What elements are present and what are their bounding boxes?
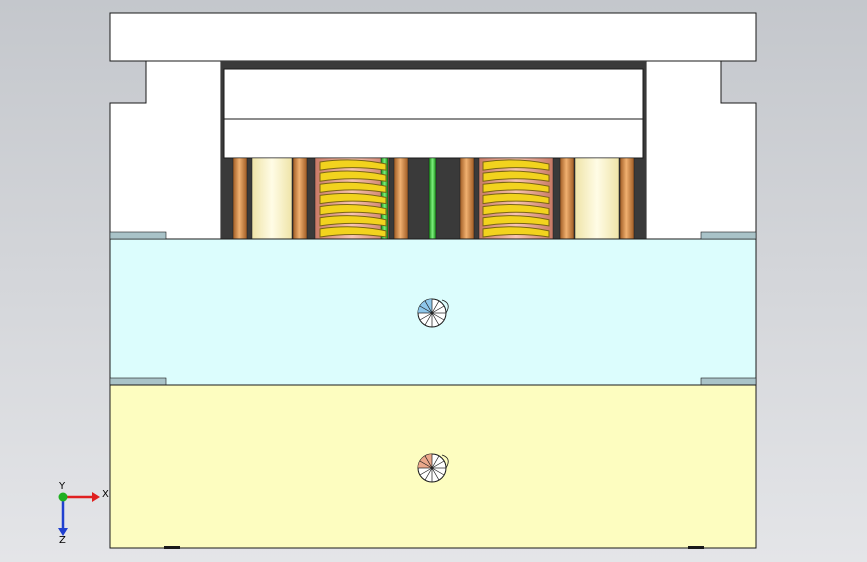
support-pillar[interactable] [251, 157, 293, 240]
copper-pin[interactable] [619, 157, 635, 240]
plate-tab [109, 231, 167, 240]
triad-y-label: Y [58, 481, 66, 492]
support-pillar[interactable] [574, 157, 620, 240]
top-clamp-plate[interactable] [109, 12, 757, 62]
spring-coil [482, 215, 550, 227]
copper-pin[interactable] [559, 157, 575, 240]
origin-marker-upper[interactable] [417, 298, 449, 328]
copper-pin[interactable] [232, 157, 248, 240]
spring-coil [319, 192, 387, 205]
coordinate-triad: X Y Z [58, 481, 109, 546]
ejector-components [232, 157, 635, 240]
plate-tab [109, 377, 167, 386]
ejector-retainer-plate[interactable] [223, 68, 644, 120]
spring-coil [482, 181, 550, 194]
copper-pin[interactable] [393, 157, 409, 240]
triad-z-label: Z [59, 535, 66, 546]
spring-coil [319, 215, 387, 227]
left-spacer-block[interactable] [109, 60, 222, 240]
spring-coil [482, 192, 550, 205]
copper-pin[interactable] [292, 157, 308, 240]
compression-spring[interactable] [482, 159, 550, 238]
spring-coil [319, 170, 387, 182]
spring-coil [319, 203, 387, 216]
compression-spring[interactable] [319, 159, 387, 238]
spring-coil [482, 170, 550, 182]
ejector-plate[interactable] [223, 118, 644, 159]
spring-coil [319, 159, 387, 171]
spring-coil [319, 226, 387, 238]
right-spacer-block[interactable] [645, 60, 757, 240]
spring-coil [319, 181, 387, 194]
plate-tab [700, 377, 757, 386]
plate-tab [700, 231, 757, 240]
green-pin[interactable] [428, 157, 437, 240]
spring-coil [482, 226, 550, 238]
bottom-foot [688, 546, 704, 549]
copper-pin[interactable] [459, 157, 475, 240]
triad-x-label: X [102, 489, 109, 500]
origin-marker-lower[interactable] [417, 453, 449, 483]
spring-coil [482, 159, 550, 171]
spring-coil [482, 203, 550, 216]
bottom-foot [164, 546, 180, 549]
